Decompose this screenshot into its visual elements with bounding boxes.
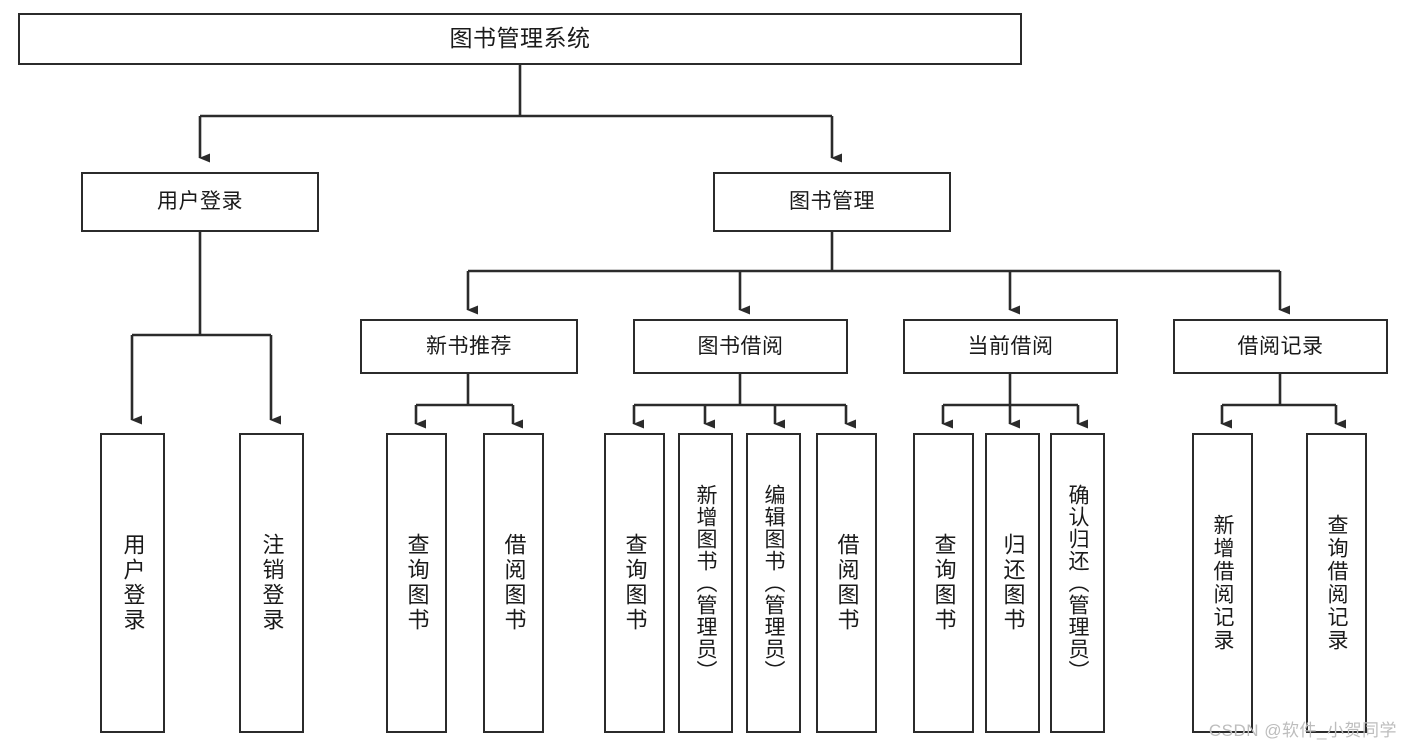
node-book-manage-label: 图书管理 [789,190,875,214]
leaf-user-login-label: 用户登录 [120,533,146,633]
leaf-user-login[interactable]: 用户登录 [100,433,165,733]
leaf-query-book-recommend[interactable]: 查询图书 [386,433,447,733]
leaf-query-book-recommend-label: 查询图书 [404,533,430,633]
leaf-borrow-book-recommend[interactable]: 借阅图书 [483,433,544,733]
node-current-borrow-label: 当前借阅 [967,334,1054,358]
leaf-edit-book-admin-label: 编辑图书（管理员） [762,484,785,682]
leaf-query-book-current-label: 查询图书 [931,533,957,633]
leaf-borrow-book-recommend-label: 借阅图书 [501,533,527,633]
leaf-add-borrow-record-label: 新增借阅记录 [1211,514,1234,652]
leaf-borrow-book-borrow-label: 借阅图书 [834,533,860,633]
leaf-add-book-admin-label: 新增图书（管理员） [694,484,717,682]
leaf-return-book[interactable]: 归还图书 [985,433,1040,733]
leaf-query-book-current[interactable]: 查询图书 [913,433,974,733]
leaf-edit-book-admin[interactable]: 编辑图书（管理员） [746,433,801,733]
node-current-borrow[interactable]: 当前借阅 [903,319,1118,374]
node-borrow-record-label: 借阅记录 [1237,334,1324,358]
leaf-logout[interactable]: 注销登录 [239,433,304,733]
leaf-logout-label: 注销登录 [259,533,285,633]
node-new-book-recommend[interactable]: 新书推荐 [360,319,578,374]
node-root[interactable]: 图书管理系统 [18,13,1022,65]
node-new-book-recommend-label: 新书推荐 [426,334,512,358]
leaf-return-book-label: 归还图书 [1000,533,1026,633]
leaf-confirm-return-admin[interactable]: 确认归还（管理员） [1050,433,1105,733]
leaf-query-borrow-record[interactable]: 查询借阅记录 [1306,433,1367,733]
node-book-borrow[interactable]: 图书借阅 [633,319,848,374]
leaf-add-book-admin[interactable]: 新增图书（管理员） [678,433,733,733]
leaf-query-book-borrow[interactable]: 查询图书 [604,433,665,733]
csdn-watermark: CSDN @软件_小贺同学 [1208,721,1397,740]
leaf-add-borrow-record[interactable]: 新增借阅记录 [1192,433,1253,733]
leaf-borrow-book-borrow[interactable]: 借阅图书 [816,433,877,733]
node-book-manage[interactable]: 图书管理 [713,172,951,232]
node-user-login[interactable]: 用户登录 [81,172,319,232]
leaf-query-borrow-record-label: 查询借阅记录 [1325,514,1348,652]
node-root-label: 图书管理系统 [449,25,591,52]
node-book-borrow-label: 图书借阅 [697,334,784,358]
node-user-login-label: 用户登录 [157,190,243,214]
leaf-query-book-borrow-label: 查询图书 [622,533,648,633]
node-borrow-record[interactable]: 借阅记录 [1173,319,1388,374]
leaf-confirm-return-admin-label: 确认归还（管理员） [1066,484,1089,682]
